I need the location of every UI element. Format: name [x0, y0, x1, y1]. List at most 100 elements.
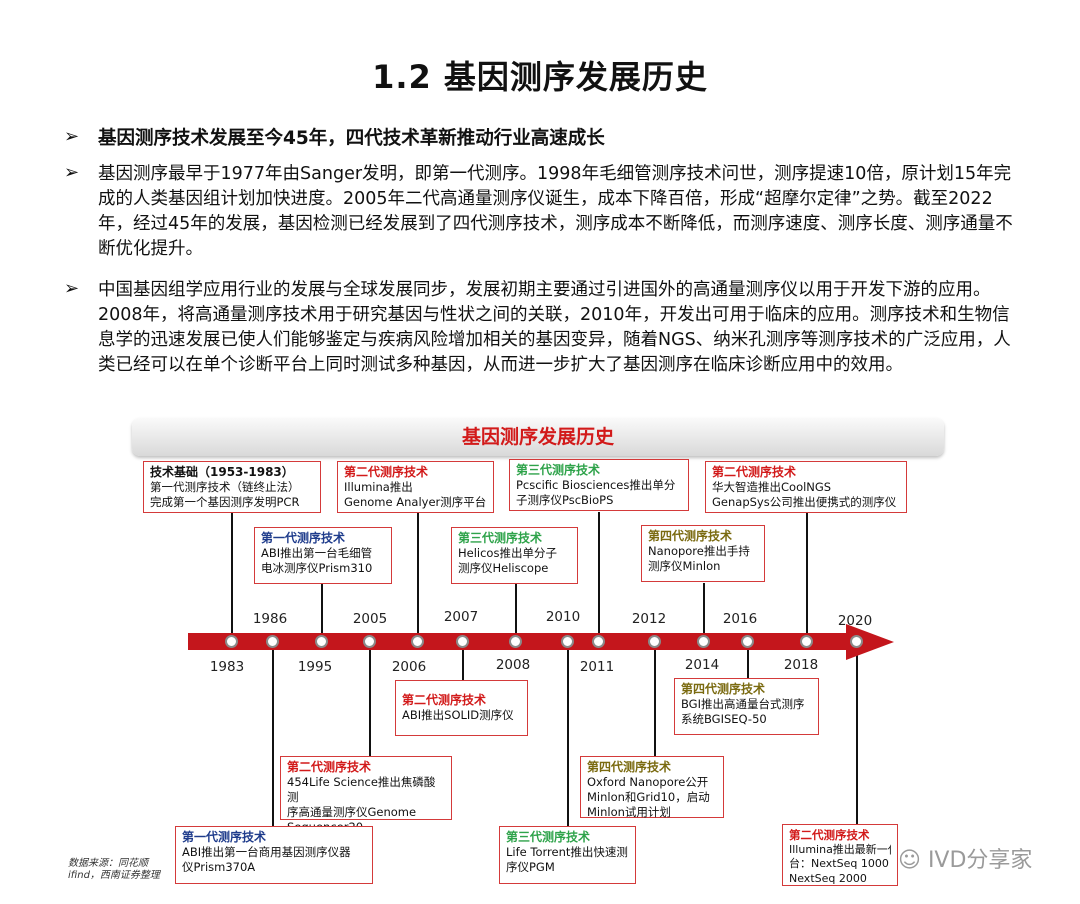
connector-line: [703, 583, 705, 640]
timeline-dot: [411, 635, 424, 648]
card-heading: 第四代测序技术: [681, 682, 766, 696]
timeline-card: 第一代测序技术 ABI推出第一台毛细管 电冰测序仪Prism310: [254, 527, 392, 584]
card-line: Oxford Nanopore公开: [587, 775, 709, 789]
year-label: 2007: [443, 609, 479, 625]
card-line: Life Torrent推出快速测: [506, 845, 628, 859]
card-heading: 第二代测序技术: [789, 828, 870, 842]
connector-line: [747, 642, 749, 678]
card-line: 序仪PGM: [506, 860, 555, 874]
card-heading: 第一代测序技术: [182, 830, 267, 844]
card-line: Genome Analyer测序平台: [344, 495, 487, 509]
card-line: Helicos推出单分子: [458, 546, 557, 560]
card-line: Minlon和Grid10，启动: [587, 790, 710, 804]
card-line: Pcscific Biosciences推出单分: [516, 478, 676, 492]
card-line: BGI推出高通量台式测序: [681, 697, 805, 711]
card-heading: 第三代测序技术: [458, 531, 543, 545]
connector-line: [856, 642, 858, 826]
year-label: 2018: [783, 657, 819, 673]
timeline-card: 技术基础（1953-1983） 第一代测序技术（链终止法） 完成第一个基因测序发…: [143, 461, 321, 513]
page-title: 1.2 基因测序发展历史: [372, 58, 708, 96]
card-heading: 技术基础（1953-1983）: [150, 465, 294, 479]
timeline-dot: [225, 635, 238, 648]
card-line: GenapSys公司推出便携式的测序仪: [712, 495, 897, 509]
card-line: 测序仪Minlon: [648, 559, 721, 573]
bullet-text: 基因测序最早于1977年由Sanger发明，即第一代测序。1998年毛细管测序技…: [98, 164, 1013, 259]
card-heading: 第二代测序技术: [344, 465, 429, 479]
year-label: 1983: [209, 659, 245, 675]
card-line: Illumina推出: [344, 480, 413, 494]
timeline-dot: [266, 635, 279, 648]
connector-line: [654, 642, 656, 756]
source-line: 数据来源：同花顺: [68, 858, 148, 869]
card-line: 子测序仪PscBioPS: [516, 493, 614, 507]
timeline-card: 第二代测序技术 Illumina推出 Genome Analyer测序平台: [337, 461, 494, 513]
watermark: ☺ IVD分享家: [898, 842, 1032, 874]
arrow-icon: ➢: [64, 126, 80, 147]
year-label: 1986: [252, 611, 288, 627]
arrow-icon: ➢: [64, 162, 80, 183]
timeline-dot: [509, 635, 522, 648]
source-note: 数据来源：同花顺 ifind，西南证券整理: [68, 858, 160, 882]
card-line: ABI推出SOLID测序仪: [402, 708, 514, 722]
diagram-banner: 基因测序发展历史: [132, 418, 944, 456]
card-line: 序高通量测序仪Genome: [287, 805, 417, 819]
card-heading: 第四代测序技术: [587, 760, 672, 774]
timeline-dot: [697, 635, 710, 648]
timeline-dot: [850, 635, 863, 648]
timeline-card: 第二代测序技术 华大智造推出CoolNGS GenapSys公司推出便携式的测序…: [705, 461, 907, 513]
card-line: 454Life Science推出焦磷酸测: [287, 775, 436, 804]
card-heading: 第三代测序技术: [516, 463, 601, 477]
timeline-card: 第一代测序技术 ABI推出第一台商用基因测序仪器 仪Prism370A: [175, 826, 373, 884]
timeline-dot: [363, 635, 376, 648]
year-label: 1995: [297, 659, 333, 675]
connector-line: [598, 512, 600, 640]
timeline-card: 第四代测序技术 Oxford Nanopore公开 Minlon和Grid10，…: [580, 756, 724, 819]
connector-line: [272, 642, 274, 826]
connector-line: [321, 584, 323, 640]
card-line: 华大智造推出CoolNGS: [712, 480, 832, 494]
card-line: Nanopore推出手持: [648, 544, 750, 558]
year-label: 2012: [631, 611, 667, 627]
year-label: 2010: [545, 609, 581, 625]
connector-line: [462, 642, 464, 680]
year-label: 2020: [837, 613, 873, 629]
connector-line: [806, 512, 808, 640]
timeline-dot: [741, 635, 754, 648]
card-line: 测序仪Heliscope: [458, 561, 549, 575]
bullet-text: 基因测序技术发展至今45年，四代技术革新推动行业高速成长: [98, 128, 605, 149]
card-heading: 第四代测序技术: [648, 529, 733, 543]
arrow-icon: ➢: [64, 278, 80, 299]
bullet-2: ➢ 基因测序最早于1977年由Sanger发明，即第一代测序。1998年毛细管测…: [64, 162, 1024, 262]
timeline-dot: [648, 635, 661, 648]
bullet-3: ➢ 中国基因组学应用行业的发展与全球发展同步，发展初期主要通过引进国外的高通量测…: [64, 278, 1024, 378]
timeline-dot: [800, 635, 813, 648]
card-line: 完成第一个基因测序发明PCR: [150, 495, 300, 509]
card-heading: 第一代测序技术: [261, 531, 346, 545]
year-label: 2016: [722, 611, 758, 627]
card-heading: 第三代测序技术: [506, 830, 591, 844]
timeline-dot: [315, 635, 328, 648]
connector-line: [417, 512, 419, 640]
source-line: ifind，西南证券整理: [68, 870, 160, 881]
card-line: 电冰测序仪Prism310: [261, 561, 373, 575]
year-label: 2008: [495, 657, 531, 673]
timeline-card: 第四代测序技术 BGI推出高通量台式测序 系统BGISEQ-50: [674, 678, 819, 735]
wechat-icon: ☺: [898, 848, 921, 873]
card-heading: 第二代测序技术: [402, 693, 487, 707]
timeline-dot: [592, 635, 605, 648]
timeline-card: 第二代测序技术 Illumina推出最新一代平 台：NextSeq 1000 N…: [782, 824, 898, 886]
timeline-card: 第二代测序技术 454Life Science推出焦磷酸测 序高通量测序仪Gen…: [280, 756, 452, 834]
timeline-card: 第二代测序技术 ABI推出SOLID测序仪: [395, 680, 528, 736]
bullet-1: ➢ 基因测序技术发展至今45年，四代技术革新推动行业高速成长: [64, 126, 1024, 151]
card-line: 仪Prism370A: [182, 860, 256, 874]
timeline-card: 第四代测序技术 Nanopore推出手持 测序仪Minlon: [641, 525, 765, 582]
card-line: NextSeq 2000: [789, 871, 867, 885]
card-line: 系统BGISEQ-50: [681, 712, 767, 726]
card-line: Minlon试用计划: [587, 805, 671, 819]
watermark-text: IVD分享家: [927, 848, 1033, 873]
card-heading: 第二代测序技术: [712, 465, 797, 479]
bullet-text: 中国基因组学应用行业的发展与全球发展同步，发展初期主要通过引进国外的高通量测序仪…: [98, 280, 1011, 375]
timeline-card: 第三代测序技术 Helicos推出单分子 测序仪Heliscope: [451, 527, 578, 584]
connector-line: [231, 512, 233, 640]
card-line: 台：NextSeq 1000: [789, 857, 889, 870]
